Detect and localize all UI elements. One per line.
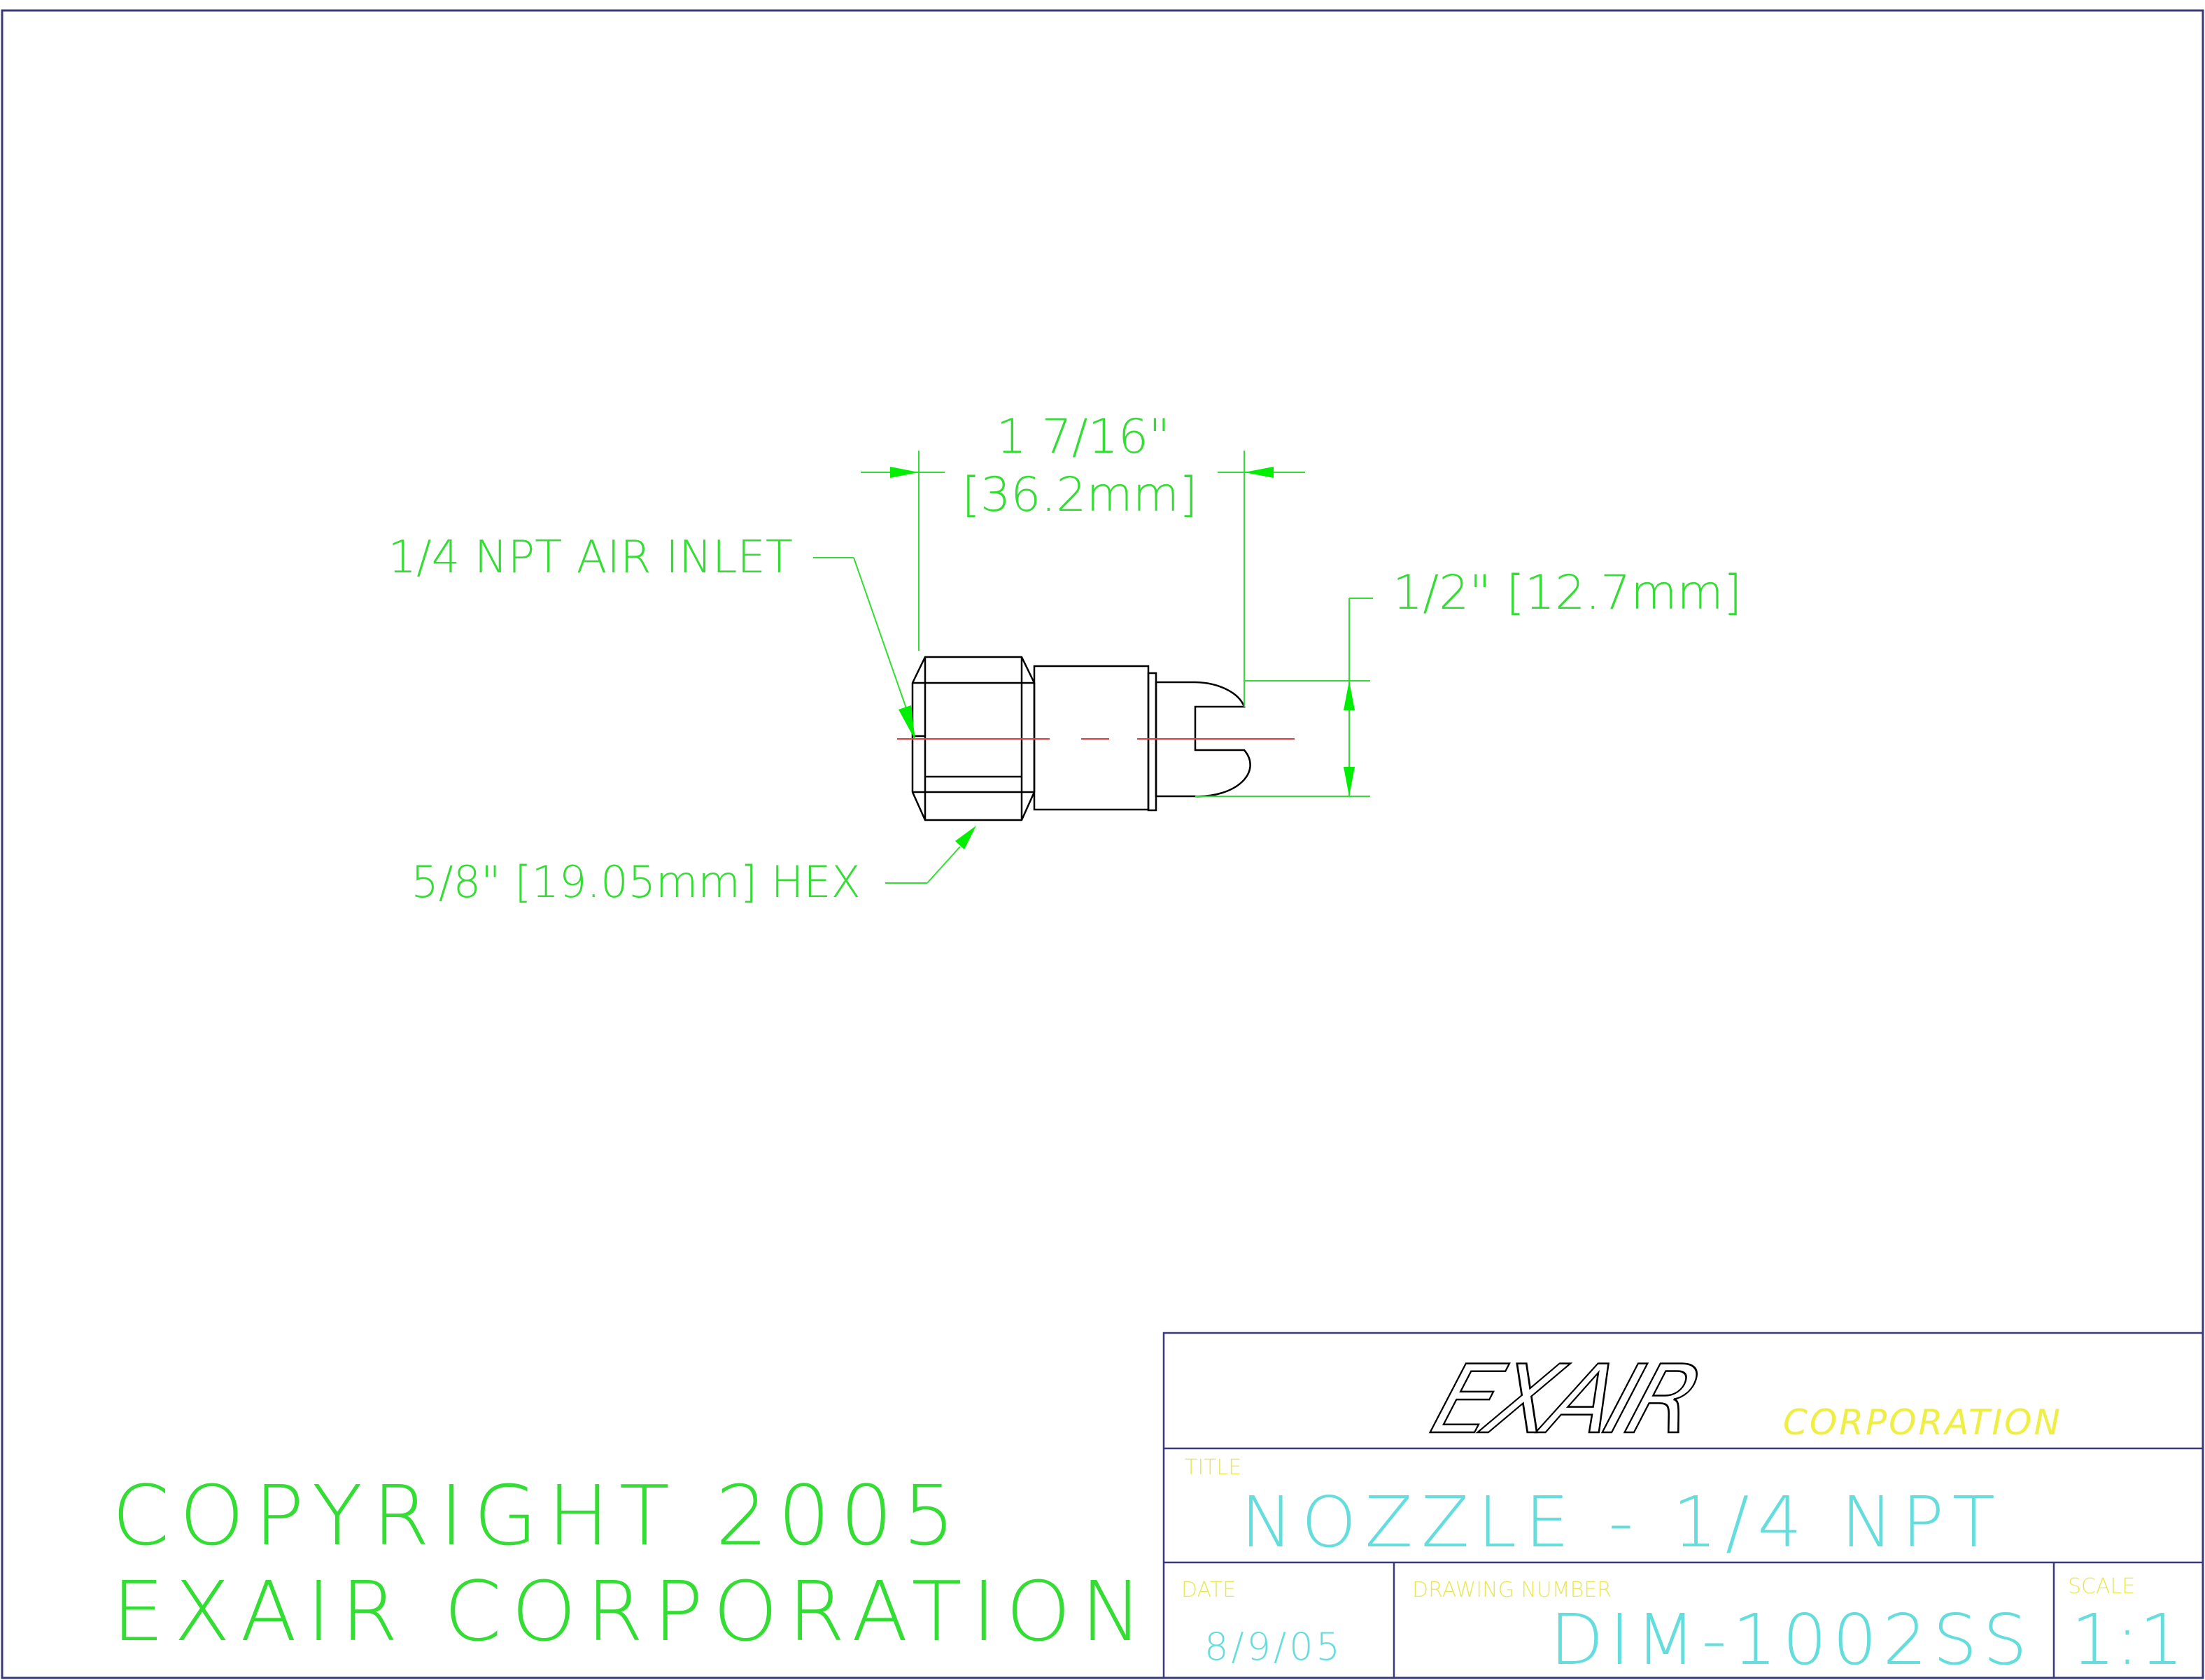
diameter-label: 1/2" [12.7mm] [1393, 565, 1742, 621]
inlet-leader [813, 557, 908, 711]
length-arrow-left [890, 467, 919, 478]
nozzle-tip [1155, 681, 1251, 798]
inlet-arrow [899, 705, 915, 740]
neck [1147, 672, 1157, 812]
copyright-line-1: COPYRIGHT 2005 [112, 1467, 965, 1564]
title-value: NOZZLE - 1/4 NPT [1241, 1481, 2003, 1563]
hex-leader [885, 846, 961, 884]
diameter-arrow-top [1344, 681, 1355, 710]
title-block-frame [1162, 1332, 2204, 1679]
scale-label: SCALE [2068, 1574, 2135, 1599]
drawing-number-label: DRAWING NUMBER [1412, 1578, 1612, 1602]
shank [1033, 665, 1150, 811]
title-label: TITLE [1185, 1455, 1241, 1480]
length-arrow-right [1244, 467, 1274, 478]
hex-arrow [955, 826, 976, 849]
logo-corporation: CORPORATION [1783, 1402, 2062, 1443]
scale-value: 1:1 [2071, 1599, 2184, 1680]
length-inch-label: 1 7/16" [996, 409, 1171, 465]
exair-logo: EXAIR [1421, 1344, 1711, 1455]
length-mm-label: [36.2mm] [962, 467, 1198, 523]
date-label: DATE [1181, 1578, 1236, 1602]
date-value: 8/9/05 [1204, 1625, 1343, 1669]
drawing-frame [1, 9, 2204, 1679]
hex-label: 5/8" [19.05mm] HEX [411, 856, 861, 908]
diameter-arrow-bottom [1344, 767, 1355, 796]
inlet-label: 1/4 NPT AIR INLET [388, 532, 793, 584]
copyright-line-2: EXAIR CORPORATION [112, 1563, 1153, 1660]
drawing-number-value: DIM-1002SS [1550, 1599, 2033, 1680]
